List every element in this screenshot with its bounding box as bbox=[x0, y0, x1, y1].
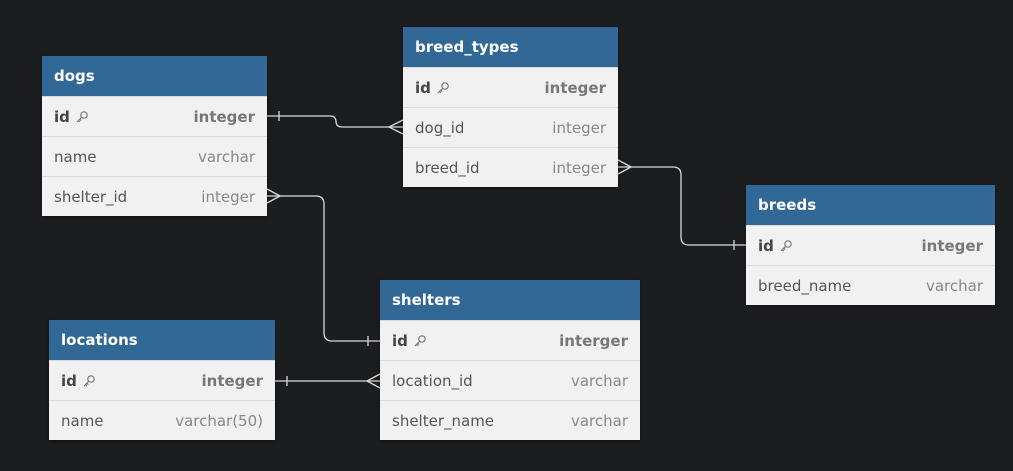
table-header-breed-types[interactable]: breed_types bbox=[403, 27, 618, 67]
relationship-dogs-breed-types bbox=[267, 111, 404, 135]
table-locations[interactable]: locations id integer name varchar(50) bbox=[49, 320, 275, 440]
relationship-dogs-shelters bbox=[266, 188, 380, 346]
field-type: integer bbox=[201, 371, 263, 390]
field-name: shelter_id bbox=[54, 187, 128, 206]
field-type: varchar bbox=[925, 276, 983, 295]
field-row-breed-types-breed-id[interactable]: breed_id integer bbox=[403, 147, 618, 187]
field-row-breeds-breed-name[interactable]: breed_name varchar bbox=[746, 265, 995, 305]
field-type: varchar(50) bbox=[175, 411, 263, 430]
table-header-locations[interactable]: locations bbox=[49, 320, 275, 360]
field-name: dog_id bbox=[415, 118, 465, 137]
field-type: varchar bbox=[197, 147, 255, 166]
field-type: integer bbox=[552, 118, 606, 137]
field-name: id bbox=[54, 107, 70, 126]
field-row-breeds-id[interactable]: id integer bbox=[746, 225, 995, 265]
field-name: id bbox=[61, 371, 77, 390]
field-name: shelter_name bbox=[392, 411, 495, 430]
field-type: integer bbox=[544, 78, 606, 97]
relationship-locations-shelters bbox=[275, 373, 381, 389]
key-icon bbox=[437, 81, 449, 93]
table-dogs[interactable]: dogs id integer name varchar shelter_id … bbox=[42, 56, 267, 216]
field-name: name bbox=[61, 411, 104, 430]
field-type: interger bbox=[559, 331, 628, 350]
field-type: varchar bbox=[570, 411, 628, 430]
key-icon bbox=[780, 239, 792, 251]
relationship-breed-types-breeds bbox=[617, 159, 746, 250]
field-type: integer bbox=[921, 236, 983, 255]
field-row-shelters-id[interactable]: id interger bbox=[380, 320, 640, 360]
table-shelters[interactable]: shelters id interger location_id varchar… bbox=[380, 280, 640, 440]
field-name: id bbox=[415, 78, 431, 97]
table-breed-types[interactable]: breed_types id integer dog_id integer br… bbox=[403, 27, 618, 187]
field-name: breed_id bbox=[415, 158, 480, 177]
field-name: name bbox=[54, 147, 97, 166]
field-type: varchar bbox=[570, 371, 628, 390]
key-icon bbox=[76, 110, 88, 122]
field-name: location_id bbox=[392, 371, 473, 390]
table-header-dogs[interactable]: dogs bbox=[42, 56, 267, 96]
table-breeds[interactable]: breeds id integer breed_name varchar bbox=[746, 185, 995, 305]
field-row-locations-name[interactable]: name varchar(50) bbox=[49, 400, 275, 440]
field-row-shelters-location-id[interactable]: location_id varchar bbox=[380, 360, 640, 400]
field-type: integer bbox=[201, 187, 255, 206]
key-icon bbox=[83, 374, 95, 386]
field-row-dogs-shelter-id[interactable]: shelter_id integer bbox=[42, 176, 267, 216]
field-name: id bbox=[392, 331, 408, 350]
table-header-breeds[interactable]: breeds bbox=[746, 185, 995, 225]
field-type: integer bbox=[193, 107, 255, 126]
field-type: integer bbox=[552, 158, 606, 177]
field-name: id bbox=[758, 236, 774, 255]
field-name: breed_name bbox=[758, 276, 852, 295]
field-row-shelters-shelter-name[interactable]: shelter_name varchar bbox=[380, 400, 640, 440]
field-row-dogs-name[interactable]: name varchar bbox=[42, 136, 267, 176]
field-row-breed-types-id[interactable]: id integer bbox=[403, 67, 618, 107]
field-row-locations-id[interactable]: id integer bbox=[49, 360, 275, 400]
field-row-dogs-id[interactable]: id integer bbox=[42, 96, 267, 136]
field-row-breed-types-dog-id[interactable]: dog_id integer bbox=[403, 107, 618, 147]
table-header-shelters[interactable]: shelters bbox=[380, 280, 640, 320]
key-icon bbox=[414, 334, 426, 346]
